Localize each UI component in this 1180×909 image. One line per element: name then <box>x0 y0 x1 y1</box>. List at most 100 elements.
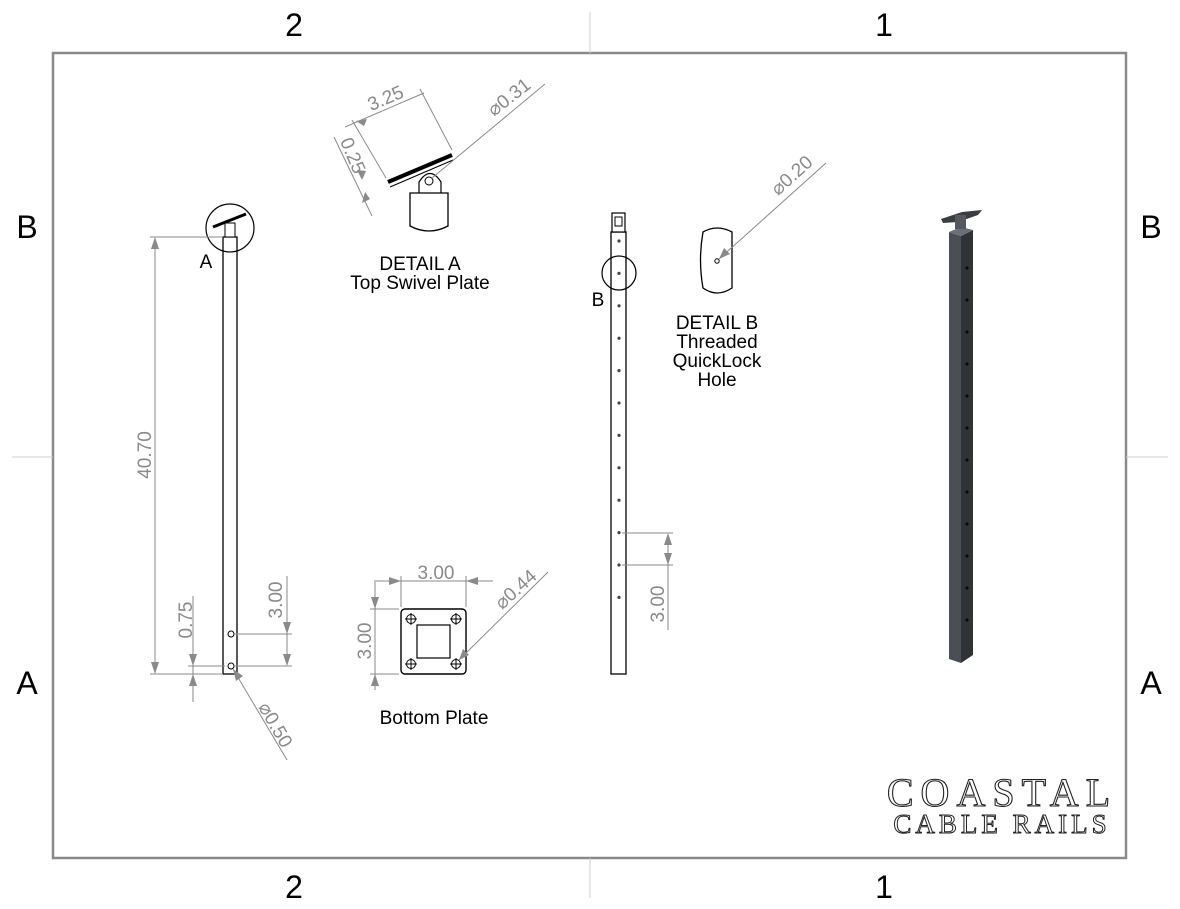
iso-cable-hole <box>965 490 969 494</box>
dim-height-value: 40.70 <box>135 431 156 479</box>
cable-hole <box>617 466 621 470</box>
leader-line <box>431 83 546 179</box>
dim-arrow <box>357 170 366 180</box>
cable-hole <box>617 433 621 437</box>
detail-b-post-section <box>699 227 733 294</box>
bottom-plate-title: Bottom Plate <box>380 708 489 729</box>
zone-label-left-lower: A <box>16 665 38 701</box>
iso-cable-hole <box>965 298 969 302</box>
cable-hole <box>617 401 621 405</box>
iso-post-front <box>949 232 961 663</box>
detail-a-view: 3.25 0.25 ⌀0.31 DETAIL A Top Swivel Plat… <box>333 74 546 294</box>
zone-label-right-lower: A <box>1140 665 1162 701</box>
dim-arrow <box>283 622 291 634</box>
dim-spacing-value: 3.00 <box>266 582 287 619</box>
cable-hole <box>617 336 621 340</box>
cable-hole <box>617 563 621 567</box>
zone-label-left-upper: B <box>16 209 37 245</box>
iso-cable-hole <box>965 394 969 398</box>
iso-cable-hole <box>965 426 969 430</box>
quicklock-hole <box>714 258 720 264</box>
detail-b-title-3: QuickLock <box>673 351 762 372</box>
dim-arrow <box>283 654 291 666</box>
dim-arrow <box>151 662 159 674</box>
mount-hole <box>450 613 462 625</box>
ext-line <box>351 119 387 179</box>
iso-post-render <box>941 210 982 663</box>
dim-mount-hole: ⌀0.44 <box>491 566 541 614</box>
swivel-plate-side <box>212 212 247 229</box>
iso-post-top <box>949 227 973 236</box>
dim-arrow <box>362 192 370 203</box>
front-swivel-inner <box>614 216 623 227</box>
iso-cable-hole <box>965 362 969 366</box>
detail-b-title: DETAIL B <box>676 313 758 334</box>
leader-line <box>718 162 827 260</box>
cable-hole <box>617 271 621 275</box>
detail-b-title-4: Hole <box>697 370 736 391</box>
logo-line-2: CABLE RAILS <box>893 809 1110 839</box>
zone-label-top-left: 2 <box>285 7 303 43</box>
cable-hole <box>617 595 621 600</box>
dim-arrow <box>664 533 672 545</box>
knuckle-pin <box>424 176 434 186</box>
dim-line-thickness <box>333 136 373 217</box>
cable-hole <box>617 531 621 535</box>
dim-plate-length: 3.25 <box>365 82 407 116</box>
zone-label-bottom-left: 2 <box>285 869 303 905</box>
front-view: B 3.00 <box>592 212 673 675</box>
front-hole-row <box>617 239 621 600</box>
detail-b-title-2: Threaded <box>676 332 757 353</box>
company-logo: COASTAL CABLE RAILS <box>886 769 1117 839</box>
leader-line <box>458 571 549 661</box>
iso-hole-row <box>965 266 969 622</box>
dim-arrow <box>189 654 197 666</box>
zone-label-bottom-right: 1 <box>875 869 893 905</box>
dim-arrow <box>466 577 478 585</box>
mount-hole <box>405 658 417 670</box>
dim-arrow <box>371 597 379 609</box>
swivel-knuckle <box>224 222 236 238</box>
dim-arrow <box>389 577 401 585</box>
mount-hole <box>405 613 417 625</box>
dim-plate-height: 3.00 <box>355 623 376 660</box>
front-post <box>610 231 627 675</box>
leader-arrow <box>459 649 469 660</box>
dim-arrow <box>371 674 379 686</box>
iso-cable-hole <box>965 618 969 622</box>
dim-arrow <box>356 119 367 126</box>
dim-plate-width: 3.00 <box>418 563 455 584</box>
leader-arrow <box>719 248 730 259</box>
iso-cable-hole <box>965 330 969 334</box>
bottom-plate-view: 3.00 3.00 ⌀0.44 Bottom Plate <box>355 563 549 729</box>
iso-post-side <box>961 230 973 663</box>
side-post <box>222 236 238 675</box>
cable-hole <box>617 304 621 308</box>
zone-label-top-right: 1 <box>875 7 893 43</box>
swivel-plate <box>387 153 453 184</box>
iso-cable-hole <box>965 458 969 462</box>
swivel-plate-edge <box>389 159 454 188</box>
leader-line <box>232 668 288 761</box>
iso-cable-hole <box>965 266 969 270</box>
cable-hole <box>617 239 621 243</box>
zone-label-right-upper: B <box>1140 209 1161 245</box>
dim-arrow <box>664 553 672 565</box>
dim-front-spacing: 3.00 <box>648 586 669 623</box>
detail-a-callout-circle <box>205 203 255 253</box>
detail-b-view: ⌀0.20 DETAIL B Threaded QuickLock Hole <box>673 152 827 391</box>
iso-cable-hole <box>965 554 969 558</box>
dim-offset-value: 0.75 <box>176 602 197 639</box>
mount-hole <box>450 658 462 670</box>
iso-cable-hole <box>965 522 969 526</box>
cable-hole <box>617 369 621 373</box>
iso-cable-hole <box>965 586 969 590</box>
leader-arrow <box>233 669 243 681</box>
detail-b-callout-circle <box>601 255 637 291</box>
base-plate-post-opening <box>416 624 451 659</box>
detail-a-subtitle: Top Swivel Plate <box>350 273 489 294</box>
detail-a-ref: A <box>200 252 213 273</box>
logo-line-1: COASTAL <box>887 770 1117 815</box>
iso-swivel-knuckle <box>955 215 966 229</box>
